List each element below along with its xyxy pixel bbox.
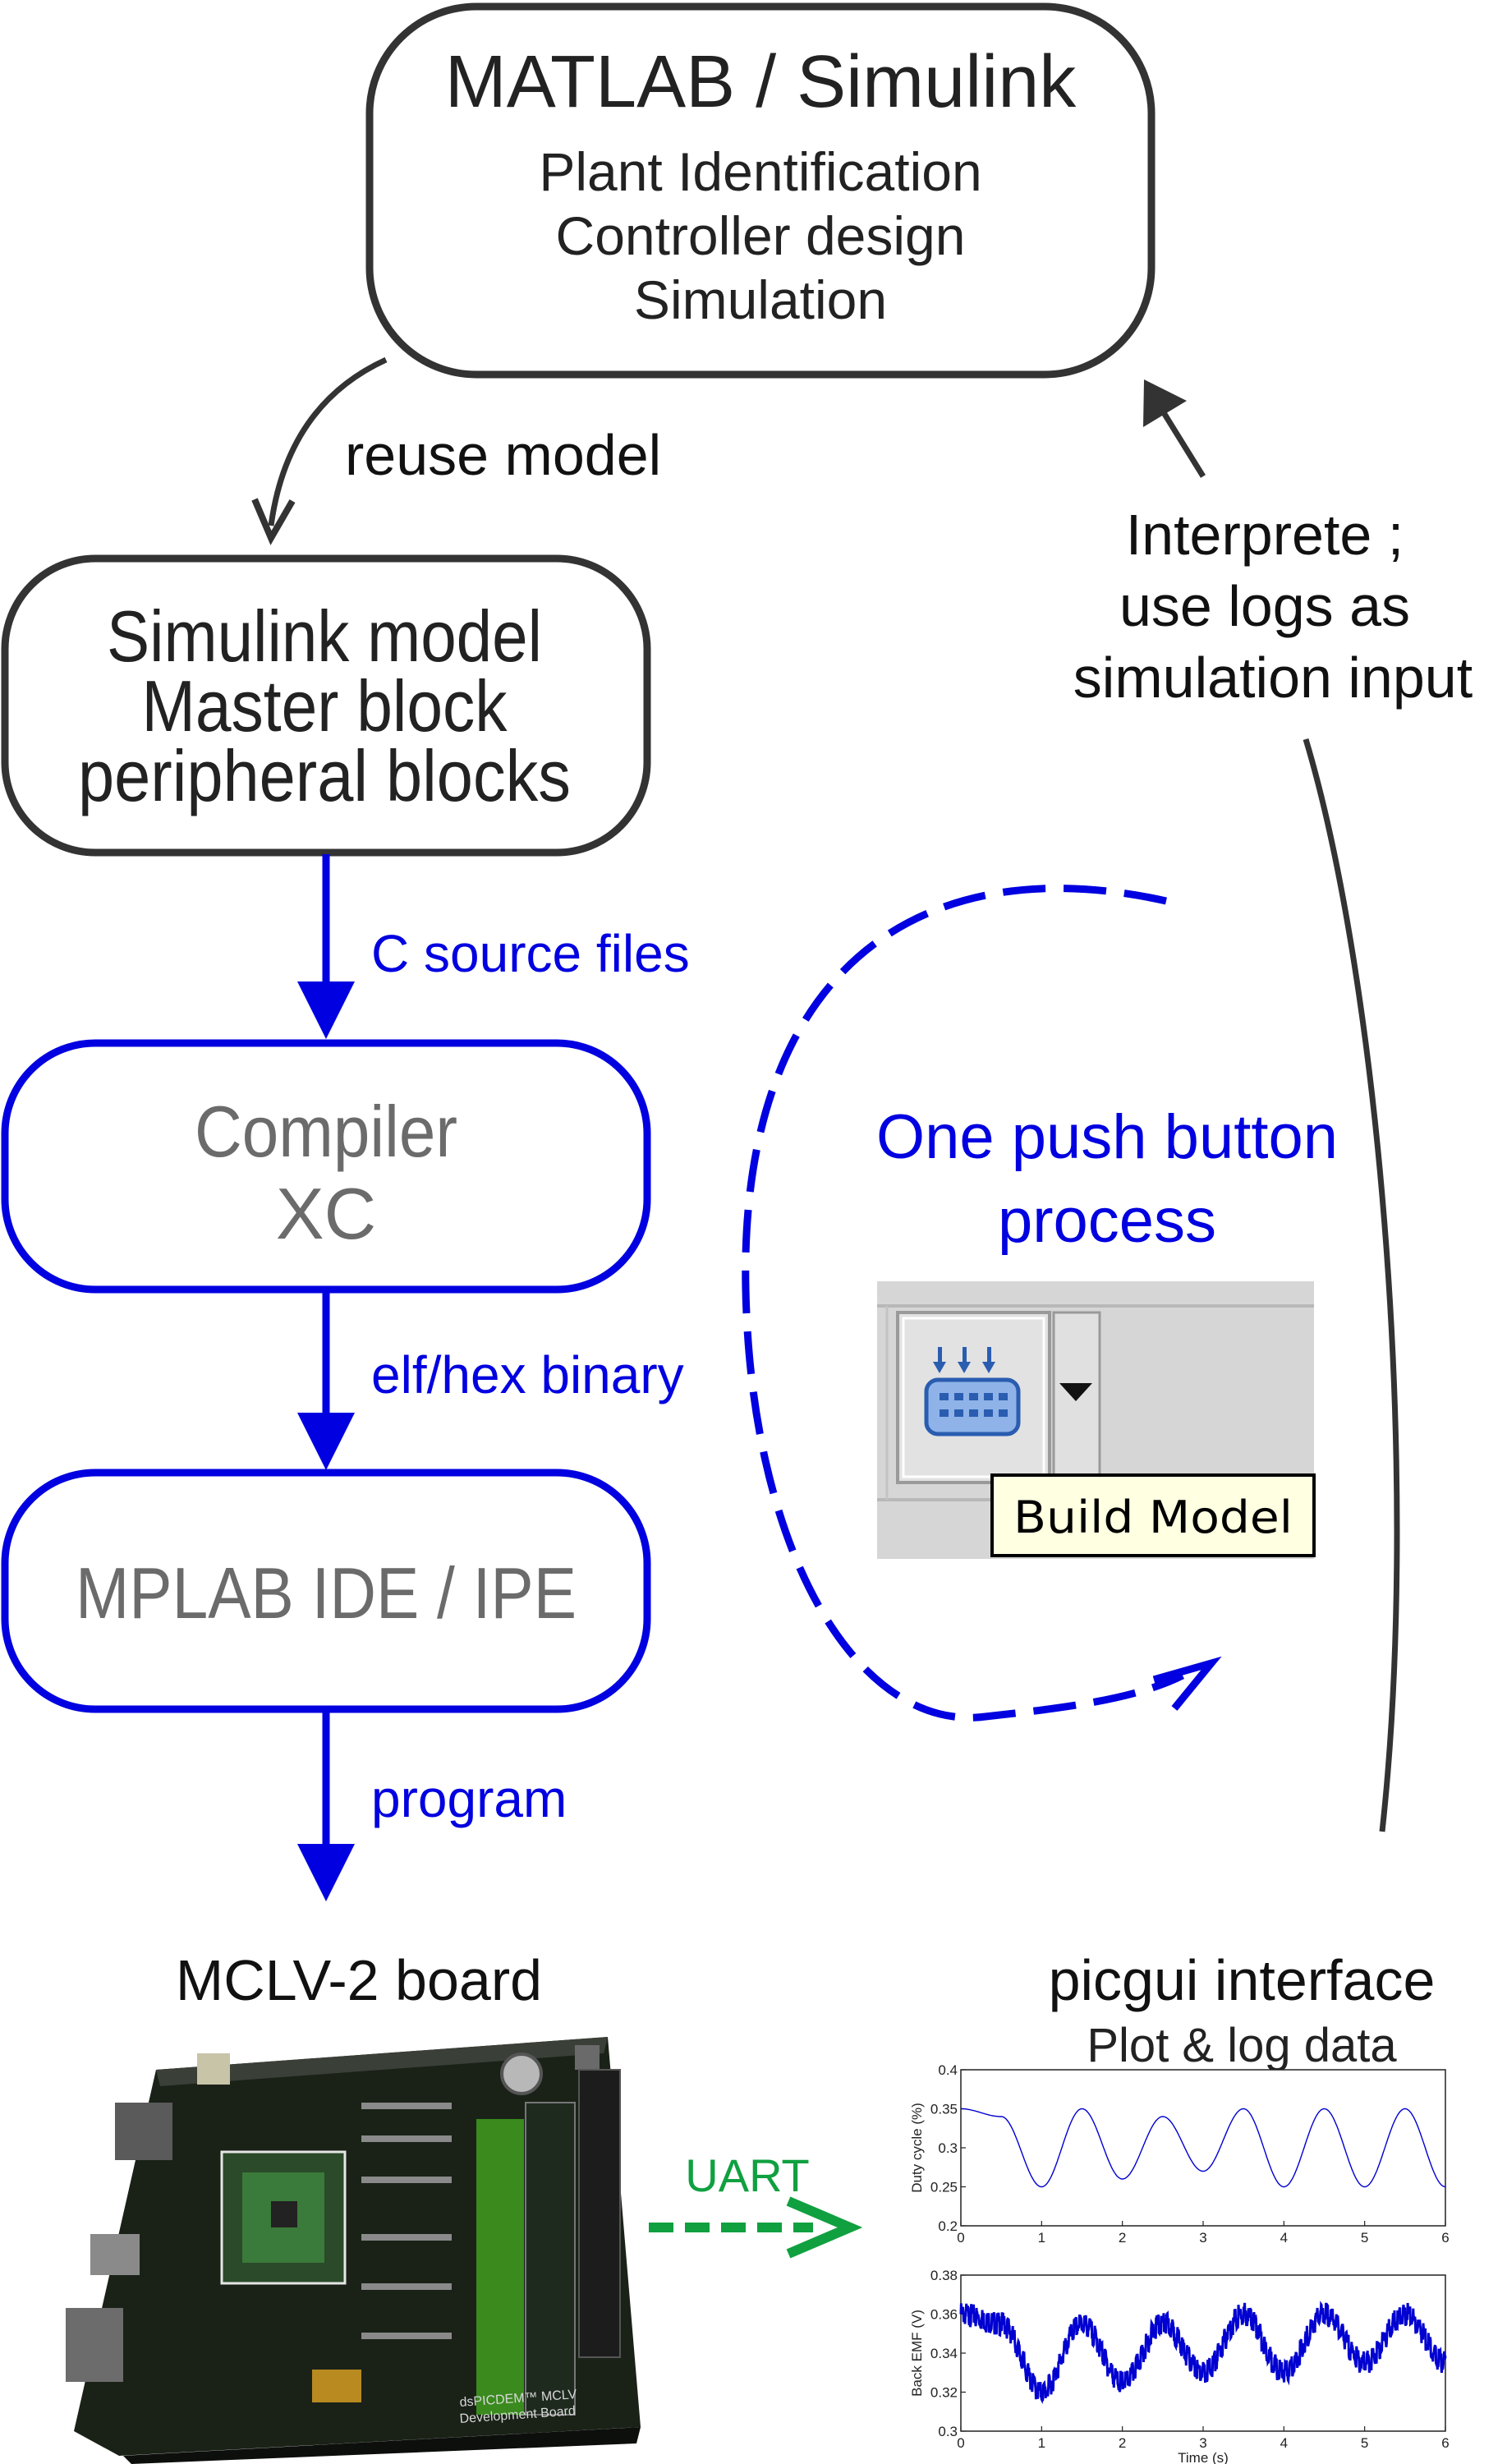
simulink-line-2: Master block (142, 665, 508, 747)
board-title: MCLV-2 board (176, 1948, 542, 2012)
x-tick-label: 6 (1441, 2230, 1449, 2246)
interprete-line-1: Interprete ; (1126, 503, 1404, 567)
build-model-tooltip: Build Model (990, 1473, 1316, 1557)
c-source-label: C source files (371, 924, 690, 983)
x-tick-label: 3 (1199, 2230, 1206, 2246)
y-tick-label: 0.3 (938, 2140, 958, 2156)
x-tick-label: 5 (1361, 2435, 1368, 2451)
chevron-down-icon (1059, 1383, 1092, 1401)
build-model-dropdown[interactable] (1052, 1311, 1101, 1484)
build-model-tooltip-text: Build Model (1013, 1492, 1293, 1543)
compiler-line-1: Compiler (195, 1091, 457, 1172)
build-model-button[interactable] (896, 1311, 1051, 1484)
picgui-title: picgui interface (1049, 1948, 1436, 2012)
program-arrow (297, 1711, 355, 1901)
matlab-title: MATLAB / Simulink (445, 41, 1077, 123)
y-axis-label: Duty cycle (%) (909, 2103, 925, 2193)
program-label: program (371, 1769, 567, 1828)
interprete-line-3: simulation input (1073, 646, 1473, 710)
x-tick-label: 0 (957, 2435, 964, 2451)
x-axis-label: Time (s) (1178, 2450, 1229, 2464)
y-tick-label: 0.3 (938, 2424, 958, 2439)
y-tick-label: 0.2 (938, 2218, 958, 2234)
mplab-label: MPLAB IDE / IPE (76, 1552, 577, 1634)
build-model-icon (924, 1347, 1021, 1437)
x-tick-label: 5 (1361, 2230, 1368, 2246)
c-source-arrow (297, 854, 355, 1039)
series-line (961, 2108, 1446, 2188)
duty-cycle-chart: 0 1 2 3 4 5 6 0.4 0.35 0.3 0.25 0.2 Duty cycle (%) (909, 2062, 1450, 2246)
compiler-box: Compiler XC (1, 1039, 651, 1294)
elf-hex-arrow (297, 1291, 355, 1470)
uart-arrow (649, 2196, 863, 2259)
back-emf-chart: 0 1 2 3 4 5 6 0.38 0.36 0.34 0.32 0.3 Back EMF (V) Ti… (909, 2268, 1450, 2464)
series-line (959, 2301, 1447, 2405)
y-axis-label: Back EMF (V) (909, 2310, 925, 2397)
push-button-line-1: One push button (876, 1102, 1338, 1172)
picgui-subtitle: Plot & log data (1087, 2019, 1397, 2072)
matlab-line-1: Plant Identification (539, 141, 981, 202)
y-tick-label: 0.36 (930, 2307, 958, 2323)
interprete-arrow (1143, 379, 1400, 1832)
x-tick-label: 3 (1199, 2435, 1206, 2451)
x-tick-label: 4 (1280, 2435, 1288, 2451)
push-button-line-2: process (998, 1186, 1216, 1256)
matlab-simulink-box: MATLAB / Simulink Plant Identification C… (365, 2, 1156, 379)
reuse-model-arrow (251, 356, 388, 545)
x-tick-label: 1 (1038, 2230, 1045, 2246)
push-button-loop (742, 885, 1222, 1722)
y-tick-label: 0.35 (930, 2102, 958, 2117)
compiler-line-2: XC (276, 1173, 376, 1254)
y-tick-label: 0.4 (938, 2062, 958, 2078)
matlab-line-3: Simulation (634, 269, 887, 330)
interprete-line-2: use logs as (1119, 574, 1410, 638)
simulink-line-3: peripheral blocks (78, 735, 571, 816)
simulink-line-1: Simulink model (107, 595, 542, 677)
mplab-box: MPLAB IDE / IPE (1, 1469, 651, 1713)
x-tick-label: 4 (1280, 2230, 1288, 2246)
y-tick-label: 0.38 (930, 2268, 958, 2283)
x-tick-label: 6 (1441, 2435, 1449, 2451)
reuse-model-label: reuse model (345, 423, 661, 487)
x-tick-label: 1 (1038, 2435, 1045, 2451)
x-tick-label: 2 (1119, 2435, 1126, 2451)
y-tick-label: 0.34 (930, 2346, 958, 2361)
x-tick-label: 0 (957, 2230, 964, 2246)
simulink-model-box: Simulink model Master block peripheral b… (1, 554, 651, 857)
uart-label: UART (685, 2149, 809, 2201)
y-tick-label: 0.25 (930, 2180, 958, 2195)
x-tick-label: 2 (1119, 2230, 1126, 2246)
mclv2-board-image: dsPICDEM™ MCLV Development Board (66, 2037, 641, 2464)
matlab-line-2: Controller design (556, 205, 966, 266)
elf-hex-label: elf/hex binary (371, 1345, 684, 1404)
y-tick-label: 0.32 (930, 2385, 958, 2401)
plot-frame (960, 2069, 1446, 2227)
